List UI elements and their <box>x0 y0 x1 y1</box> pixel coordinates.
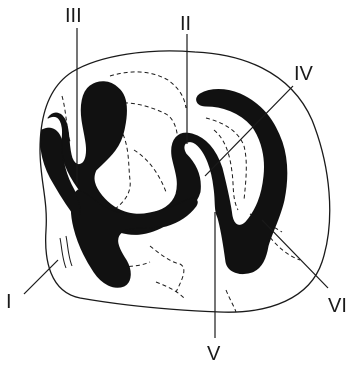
label-V: V <box>207 343 221 365</box>
label-IV: IV <box>294 63 314 85</box>
label-II: II <box>180 13 191 35</box>
label-III: III <box>65 5 82 27</box>
label-I: I <box>6 291 12 313</box>
label-VI: VI <box>328 295 347 317</box>
